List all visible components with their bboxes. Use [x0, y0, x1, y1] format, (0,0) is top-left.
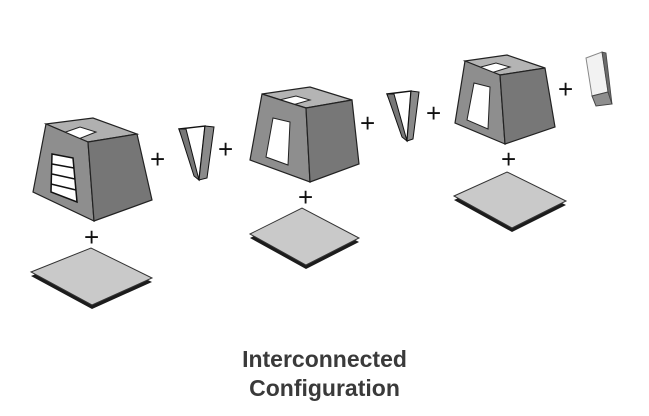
base-plate-1: [29, 247, 154, 309]
plus-sign-4: +: [298, 182, 313, 212]
end-panel-module: [585, 51, 613, 107]
doorway-opening: [265, 117, 291, 166]
plus-sign-8: +: [558, 74, 573, 104]
ladder-icon: [50, 153, 78, 204]
connector-module-2: [385, 90, 420, 143]
plus-sign-6: +: [426, 98, 441, 128]
base-plate-2: [248, 207, 361, 269]
shelter-module-2: [249, 86, 360, 183]
connector-module-1: [178, 125, 215, 182]
shelter-module-3: [454, 54, 556, 145]
plus-sign-3: +: [84, 222, 99, 252]
plus-sign-5: +: [360, 108, 375, 138]
plus-sign-7: +: [501, 144, 516, 174]
plus-sign-1: +: [150, 144, 165, 174]
shelter-module-1: [32, 117, 153, 222]
base-plate-3: [452, 171, 568, 232]
figure-caption: Interconnected Configuration: [0, 345, 649, 403]
caption-line-1: Interconnected: [242, 346, 407, 372]
doorway-opening: [466, 82, 491, 130]
plus-sign-2: +: [218, 134, 233, 164]
caption-line-2: Configuration: [249, 375, 400, 401]
